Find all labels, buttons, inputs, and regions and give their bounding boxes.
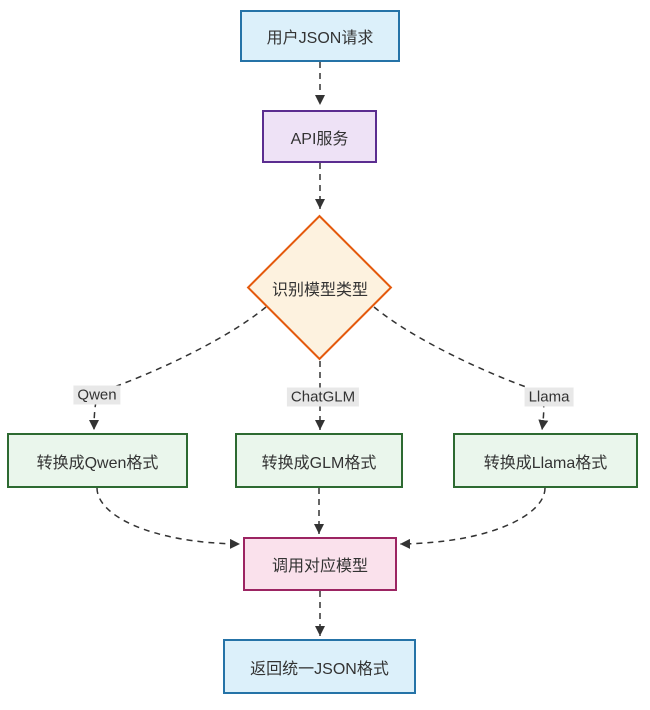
node-call-model-label: 调用对应模型 bbox=[271, 558, 368, 575]
node-convert-llama-format-label: 转换成Llama格式 bbox=[483, 454, 608, 472]
edge-label-qwen: Qwen bbox=[73, 385, 121, 405]
node-return-unified-json: 返回统一JSON格式 bbox=[223, 639, 416, 694]
node-return-unified-json-label: 返回统一JSON格式 bbox=[250, 660, 389, 678]
edge-llama-to-call bbox=[399, 487, 546, 549]
decision-identify-model-type: 识别模型类型 bbox=[245, 213, 395, 363]
node-user-json-request-label: 用户JSON请求 bbox=[266, 30, 374, 47]
node-convert-glm-format: 转换成GLM格式 bbox=[235, 433, 403, 488]
edge-decision-to-llama bbox=[373, 306, 549, 431]
edge-label-chatglm: ChatGLM bbox=[286, 387, 360, 407]
node-api-service-label: API服务 bbox=[290, 130, 349, 148]
decision-identify-model-type-label: 识别模型类型 bbox=[271, 282, 368, 299]
node-convert-llama-format: 转换成Llama格式 bbox=[453, 433, 638, 488]
node-call-model: 调用对应模型 bbox=[243, 537, 397, 591]
edge-qwen-to-call bbox=[96, 487, 241, 549]
node-convert-qwen-format-label: 转换成Qwen格式 bbox=[36, 454, 159, 472]
edge-decision-to-qwen bbox=[89, 306, 267, 431]
node-convert-glm-format-label: 转换成GLM格式 bbox=[261, 454, 377, 472]
edge-label-llama: Llama bbox=[524, 387, 574, 407]
node-convert-qwen-format: 转换成Qwen格式 bbox=[7, 433, 188, 488]
node-api-service: API服务 bbox=[262, 110, 377, 163]
node-user-json-request: 用户JSON请求 bbox=[240, 10, 400, 62]
